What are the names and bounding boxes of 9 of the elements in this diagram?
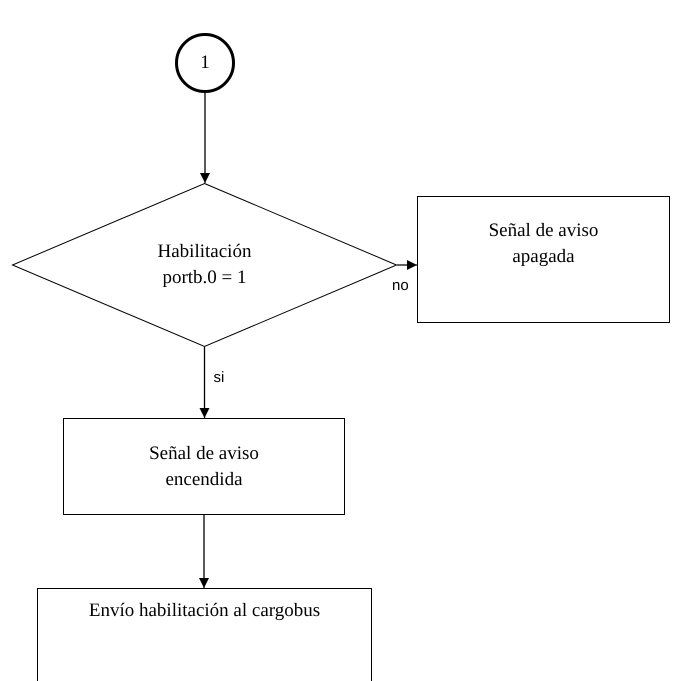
node-text: Señal de aviso apagada (488, 219, 600, 269)
arrow (200, 93, 210, 183)
node-text: Envío habilitación al cargobus (88, 599, 320, 623)
node-text: Señal de aviso encendida (148, 442, 260, 492)
node-text: 1 (200, 51, 210, 76)
arrow (199, 515, 209, 588)
arrow (200, 347, 210, 418)
arrow (397, 260, 417, 270)
node-text: Habilitación portb.0 = 1 (156, 240, 252, 290)
